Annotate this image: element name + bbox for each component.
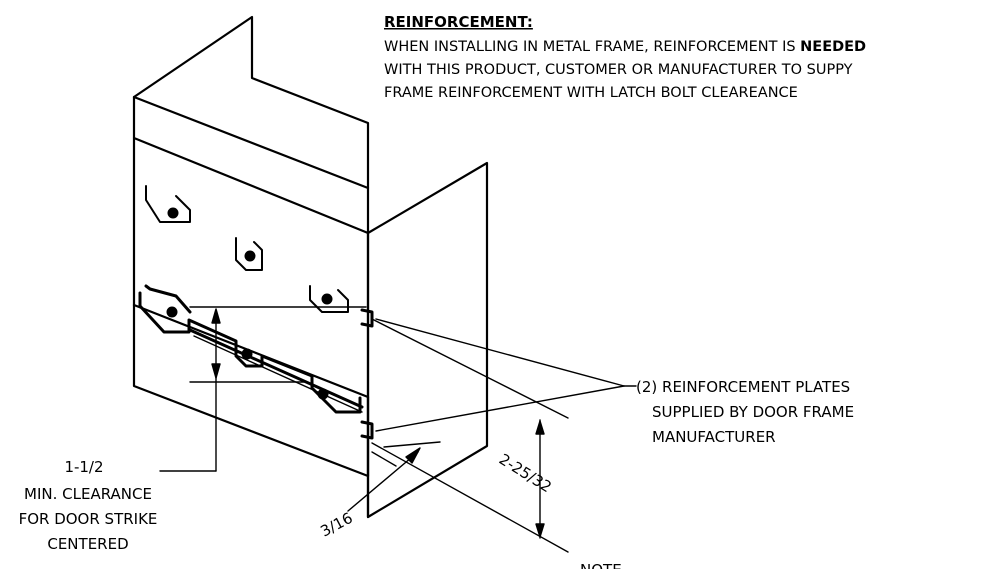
- note-line-2: WITH THIS PRODUCT, CUSTOMER OR MANUFACTU…: [384, 62, 853, 78]
- plates-leader-lines: [375, 318, 637, 432]
- plates-callout-line-1: (2) REINFORCEMENT PLATES: [636, 378, 850, 396]
- lower-reinforcement-plate: [138, 284, 364, 414]
- upper-tabs: [145, 185, 349, 313]
- height-dimension-label: 2-25/32: [496, 450, 555, 496]
- upper-tab-holes: [167, 207, 333, 305]
- note-title: REINFORCEMENT:: [384, 13, 533, 31]
- clearance-dimension: [159, 306, 367, 472]
- lower-plate-holes: [166, 306, 329, 400]
- clearance-callout-line-1: 1-1/2: [64, 458, 103, 476]
- offset-dimension-label: 3/16: [317, 509, 355, 541]
- clearance-callout-line-4: CENTERED: [47, 535, 128, 553]
- plates-callout-line-3: MANUFACTURER: [652, 428, 776, 446]
- note-line-3: FRAME REINFORCEMENT WITH LATCH BOLT CLEA…: [384, 85, 798, 101]
- bottom-note-label: NOTE: [580, 561, 622, 569]
- clearance-callout-line-3: FOR DOOR STRIKE: [19, 510, 158, 528]
- plates-callout: (2) REINFORCEMENT PLATES SUPPLIED BY DOO…: [636, 378, 854, 446]
- offset-dimension: [347, 441, 441, 512]
- reinforcement-note: REINFORCEMENT: WHEN INSTALLING IN METAL …: [384, 13, 866, 101]
- clearance-callout-line-2: MIN. CLEARANCE: [24, 485, 152, 503]
- height-dimension: [371, 318, 569, 553]
- clearance-callout: 1-1/2 MIN. CLEARANCE FOR DOOR STRIKE CEN…: [19, 458, 158, 553]
- plates-callout-line-2: SUPPLIED BY DOOR FRAME: [652, 403, 854, 421]
- note-line-1: WHEN INSTALLING IN METAL FRAME, REINFORC…: [384, 39, 866, 55]
